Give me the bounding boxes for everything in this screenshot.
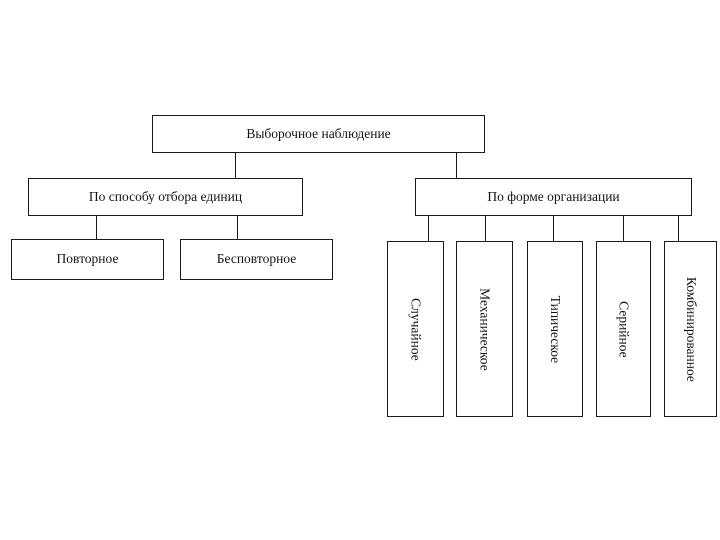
node-mechanical-label: Механическое	[477, 287, 493, 371]
node-organization-form-label: По форме организации	[487, 188, 620, 204]
node-mechanical: Механическое	[456, 241, 513, 417]
node-non-repeated-label: Бесповторное	[216, 251, 297, 267]
node-serial-label: Серийное	[616, 300, 632, 358]
node-selection-method-label: По способу отбора единиц	[88, 188, 243, 204]
connector-to-repeated	[96, 216, 97, 239]
node-random-label: Случайное	[408, 297, 424, 361]
node-repeated: Повторное	[11, 239, 164, 280]
node-combined: Комбинированное	[664, 241, 717, 417]
node-sample-observation: Выборочное наблюдение	[152, 115, 485, 153]
node-typical-label: Типическое	[548, 295, 564, 363]
node-sample-observation-label: Выборочное наблюдение	[246, 125, 391, 141]
connector-to-combined	[678, 216, 679, 241]
node-organization-form: По форме организации	[415, 178, 692, 216]
node-typical: Типическое	[527, 241, 583, 417]
connector-to-serial	[623, 216, 624, 241]
connector-to-typical	[553, 216, 554, 241]
connector-root-to-organization-form	[456, 153, 457, 178]
node-serial: Серийное	[596, 241, 651, 417]
node-non-repeated: Бесповторное	[180, 239, 333, 280]
node-selection-method: По способу отбора единиц	[28, 178, 303, 216]
node-repeated-label: Повторное	[56, 251, 119, 267]
connector-root-to-selection-method	[235, 153, 236, 178]
connector-to-mechanical	[485, 216, 486, 241]
node-combined-label: Комбинированное	[683, 276, 699, 382]
connector-to-non-repeated	[237, 216, 238, 239]
connector-to-random	[428, 216, 429, 241]
node-random: Случайное	[387, 241, 444, 417]
